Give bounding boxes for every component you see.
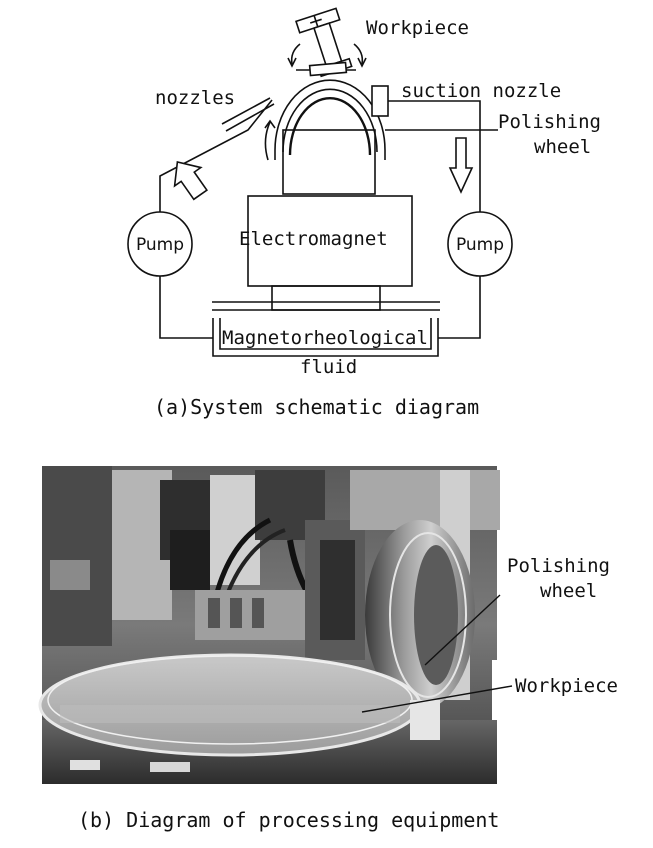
flow-arrow-down	[448, 137, 474, 194]
equipment-photo	[38, 466, 513, 784]
photo-leader-workpiece	[361, 685, 513, 713]
flow-arrow-up	[173, 160, 208, 201]
label-polishing-wheel-2: wheel	[534, 136, 591, 158]
label-mr-fluid-2: fluid	[300, 356, 357, 378]
caption-a: (a)System schematic diagram	[154, 395, 479, 419]
schematic-diagram	[127, 7, 513, 357]
caption-b: (b) Diagram of processing equipment	[78, 808, 499, 832]
label-polishing-wheel-1: Polishing	[498, 111, 601, 133]
polishing-wheel	[274, 79, 386, 160]
photo-label-polishing-2: wheel	[540, 580, 597, 602]
rotation-arrow-left	[290, 43, 301, 65]
wheel-flow-arrow	[264, 121, 271, 161]
workpiece-block	[308, 61, 348, 77]
fluid-tank	[212, 318, 439, 357]
label-pump-right: Pump	[456, 235, 504, 255]
label-electromagnet: Electromagnet	[239, 228, 388, 250]
suction-nozzle	[371, 85, 389, 117]
photo-label-workpiece: Workpiece	[515, 675, 618, 697]
nozzle-pipe	[221, 97, 271, 125]
base-block	[271, 285, 381, 311]
pipe-right	[388, 100, 481, 212]
photo-label-polishing-1: Polishing	[507, 555, 610, 577]
label-workpiece: Workpiece	[366, 17, 469, 39]
rotation-arrow-right	[353, 43, 364, 65]
label-pump-left: Pump	[136, 235, 184, 255]
label-suction-nozzle: suction nozzle	[401, 80, 561, 102]
workpiece-holder	[295, 7, 353, 78]
wheel-column	[282, 129, 376, 195]
label-nozzles: nozzles	[155, 87, 235, 109]
photo-leader-wheel	[424, 594, 501, 666]
pipe-left	[159, 276, 213, 339]
label-mr-fluid-1: Magnetorheological	[222, 327, 428, 349]
